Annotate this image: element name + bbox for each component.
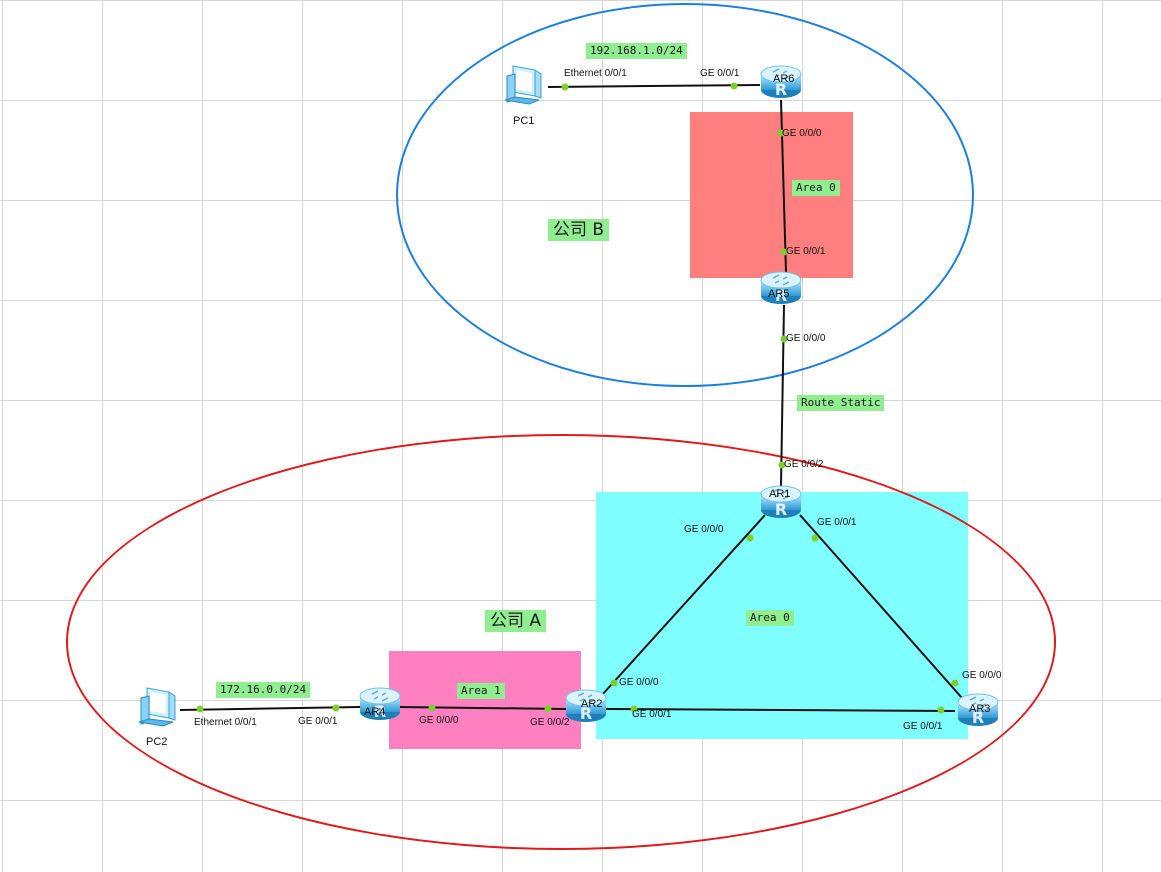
port-dot: [937, 706, 945, 714]
port-label-ar1-ge002: GE 0/0/2: [784, 459, 824, 470]
port-dot: [561, 83, 569, 91]
company-a-label: 公司 A: [485, 610, 547, 632]
router-ar2[interactable]: R: [562, 684, 610, 726]
port-dot: [610, 679, 618, 687]
company-a-ellipse: [66, 434, 1056, 850]
router-icon: R: [359, 687, 401, 721]
link-ar5-ar1[interactable]: [780, 304, 785, 487]
port-dot: [428, 704, 436, 712]
port-dot: [777, 129, 785, 137]
route-static-label: Route Static: [797, 395, 885, 411]
device-label-ar1: AR1: [769, 488, 791, 500]
link-pc2-ar4[interactable]: [179, 706, 361, 711]
svg-text:R: R: [972, 708, 984, 727]
pc-icon: [504, 65, 542, 105]
area0-bottom-label: Area 0: [746, 610, 794, 626]
port-label-ar4-ge000: GE 0/0/0: [419, 715, 459, 726]
svg-text:R: R: [775, 500, 787, 519]
company-b-label: 公司 B: [548, 219, 610, 241]
port-dot: [811, 534, 819, 542]
port-label-ar5-ge000: GE 0/0/0: [786, 333, 826, 344]
device-label-ar5: AR5: [768, 288, 790, 300]
port-dot: [778, 461, 786, 469]
area0-top-label: Area 0: [792, 180, 840, 196]
link-ar4-ar2[interactable]: [397, 706, 567, 710]
link-ar6-ar5[interactable]: [780, 99, 787, 273]
port-label-ar3-ge001: GE 0/0/1: [903, 721, 943, 732]
port-label-ar2-ge001: GE 0/0/1: [632, 709, 672, 720]
port-label-pc1-eth: Ethernet 0/0/1: [564, 68, 627, 79]
network-b-label: 192.168.1.0/24: [586, 43, 687, 59]
link-ar1-ar3[interactable]: [799, 514, 963, 699]
port-label-ar4-ge001: GE 0/0/1: [298, 716, 338, 727]
port-label-ar2-ge000: GE 0/0/0: [619, 677, 659, 688]
port-dot: [332, 704, 340, 712]
port-dot: [544, 705, 552, 713]
router-icon: R: [760, 65, 802, 99]
port-label-ar6-ge000: GE 0/0/0: [782, 128, 822, 139]
port-label-pc2-eth: Ethernet 0/0/1: [194, 717, 257, 728]
svg-text:R: R: [374, 702, 386, 721]
router-icon: R: [565, 689, 607, 723]
port-label-ar6-ge001: GE 0/0/1: [700, 68, 740, 79]
port-dot: [951, 679, 959, 687]
link-ar2-ar3[interactable]: [604, 708, 956, 712]
device-label-pc1: PC1: [513, 115, 535, 127]
device-label-ar2: AR2: [581, 698, 603, 710]
router-ar4[interactable]: R: [356, 682, 404, 724]
router-icon: R: [760, 271, 802, 305]
pc-pc2[interactable]: [133, 684, 181, 730]
port-label-ar3-ge000: GE 0/0/0: [962, 670, 1002, 681]
area1-label: Area 1: [457, 683, 505, 699]
router-ar1[interactable]: R: [757, 480, 805, 522]
pc-pc1[interactable]: [499, 62, 547, 108]
network-a-label: 172.16.0.0/24: [216, 682, 311, 698]
port-dot: [780, 335, 788, 343]
device-label-ar4: AR4: [364, 706, 386, 718]
link-pc1-ar6[interactable]: [547, 84, 761, 88]
port-label-ar2-ge002: GE 0/0/2: [530, 717, 570, 728]
router-ar3[interactable]: R: [954, 688, 1002, 730]
company-b-ellipse: [396, 3, 974, 387]
pc-icon: [138, 687, 176, 727]
svg-text:R: R: [580, 704, 592, 723]
port-dot: [630, 705, 638, 713]
device-label-pc2: PC2: [146, 736, 168, 748]
port-label-ar1-ge000: GE 0/0/0: [684, 524, 724, 535]
port-label-ar5-ge001: GE 0/0/1: [786, 246, 826, 257]
port-dot: [730, 82, 738, 90]
link-ar1-ar2[interactable]: [601, 514, 766, 696]
svg-text:R: R: [775, 80, 787, 99]
router-ar5[interactable]: R: [757, 266, 805, 308]
port-dot: [780, 248, 788, 256]
router-ar6[interactable]: R: [757, 60, 805, 102]
port-dot: [746, 534, 754, 542]
router-icon: R: [957, 693, 999, 727]
device-label-ar6: AR6: [773, 73, 795, 85]
svg-text:R: R: [775, 286, 787, 305]
device-label-ar3: AR3: [969, 703, 991, 715]
router-icon: R: [760, 485, 802, 519]
port-dot: [196, 705, 204, 713]
port-label-ar1-ge001: GE 0/0/1: [817, 517, 857, 528]
